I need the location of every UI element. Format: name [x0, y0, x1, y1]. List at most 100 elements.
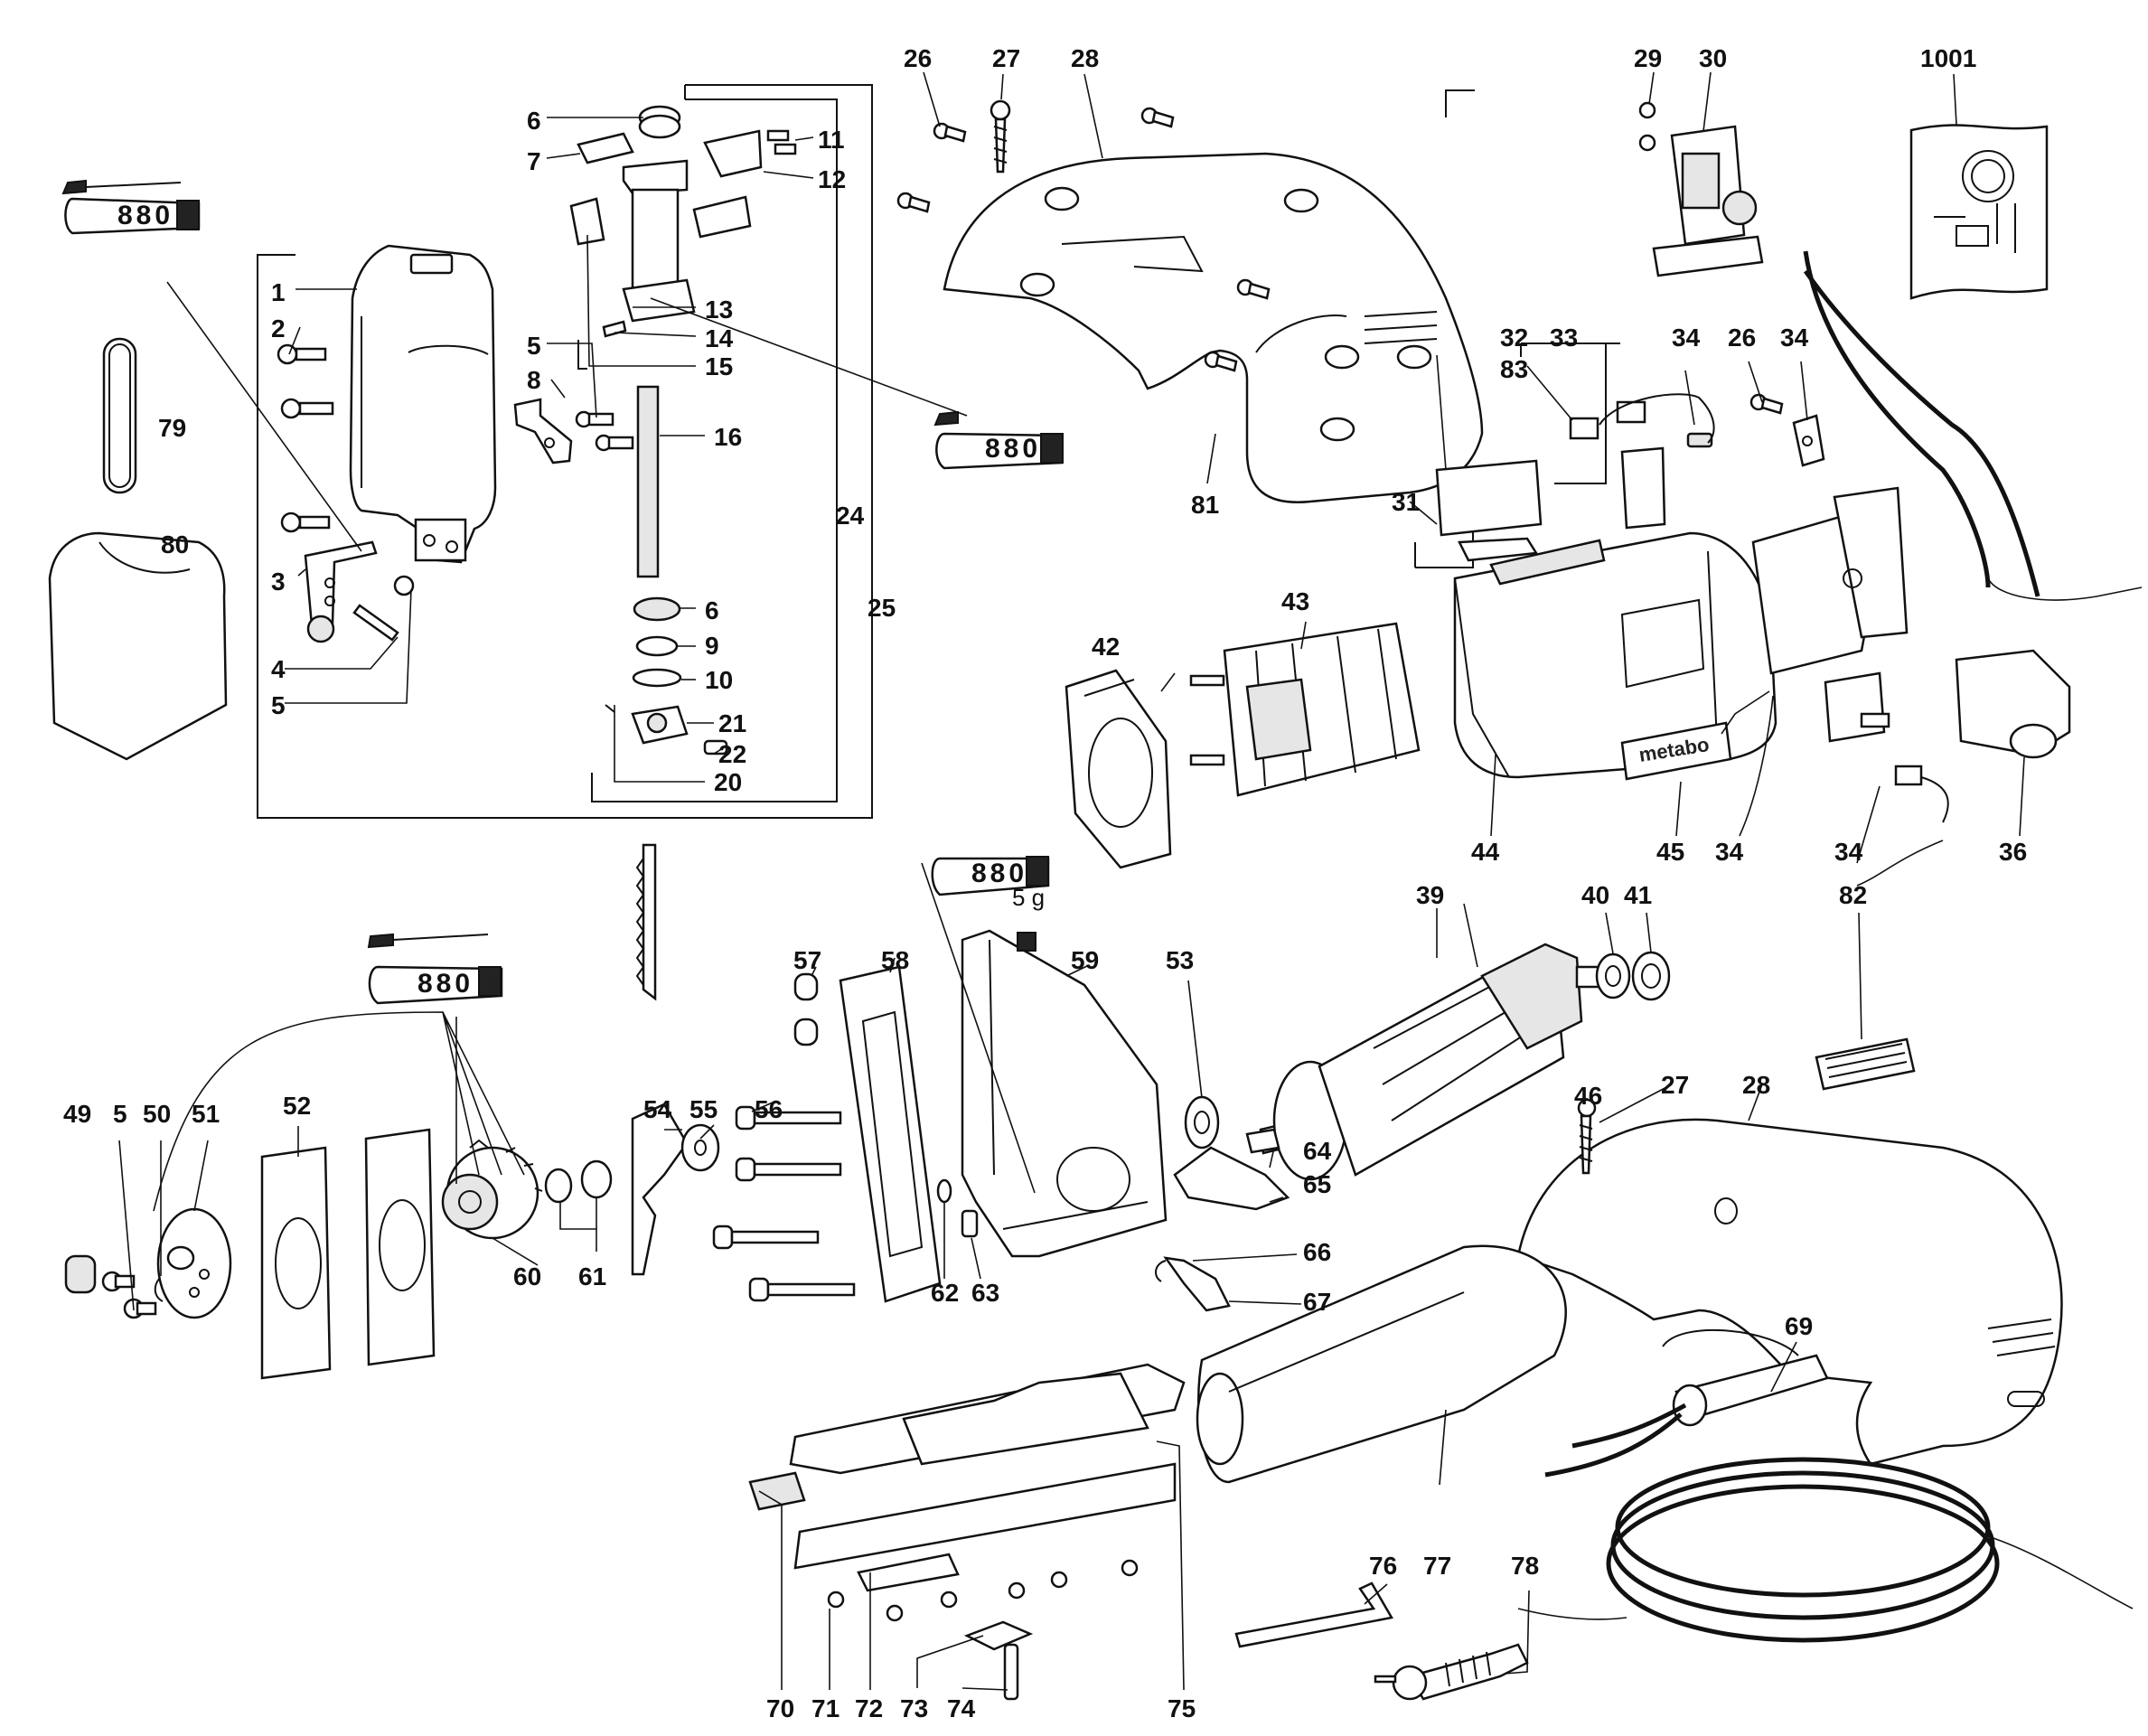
part-number-labels: 1 2 3 4 5 5 5 6 6 7 8 9 10 11 12 13 14 1… [63, 44, 2027, 1722]
part-number: 67 [1303, 1288, 1331, 1316]
part-number: 34 [1834, 838, 1863, 866]
long-screw [990, 99, 1011, 174]
part-number: 8 [527, 366, 541, 394]
part-number: 7 [527, 147, 541, 175]
part-number: 5 [113, 1100, 127, 1128]
part-number: 76 [1369, 1552, 1397, 1580]
grease-tube: 880 [367, 933, 503, 1005]
dust-extraction-nozzle [1196, 1244, 1567, 1484]
gear-housing [961, 929, 1168, 1258]
motor-housing [1453, 486, 1909, 779]
part-number: 81 [1191, 491, 1219, 519]
power-cord [1517, 1403, 2134, 1643]
part-number: 72 [855, 1694, 883, 1722]
part-number: 5 [527, 332, 541, 360]
bracket [513, 398, 573, 464]
part-number: 75 [1168, 1694, 1196, 1722]
part-number: 34 [1780, 324, 1809, 352]
part-number: 73 [900, 1694, 928, 1722]
part-number: 41 [1624, 881, 1652, 909]
grease-tube: 880 [61, 179, 201, 235]
part-number: 34 [1672, 324, 1701, 352]
dust-cover [48, 531, 228, 761]
pin [793, 972, 819, 1046]
hex-key [1234, 1581, 1393, 1648]
part-number: 29 [1634, 44, 1662, 72]
part-number: 70 [766, 1694, 794, 1722]
part-number: 69 [1785, 1312, 1813, 1340]
part-number: 77 [1423, 1552, 1451, 1580]
part-number: 36 [1999, 838, 2027, 866]
part-number: 74 [947, 1694, 976, 1722]
part-number: 11 [818, 126, 845, 154]
screw [575, 410, 634, 452]
part-number: 46 [1574, 1082, 1602, 1110]
armature [1259, 943, 1615, 1181]
part-number: 2 [271, 314, 286, 343]
roller-bracket [304, 540, 415, 643]
part-number: 34 [1715, 838, 1744, 866]
long-screw [712, 1105, 856, 1302]
gear-housing-cover [349, 244, 497, 564]
grease-tube: 880 [933, 410, 1064, 470]
part-number: 20 [714, 768, 742, 796]
part-number: 24 [836, 502, 865, 530]
gear-train-parts [64, 1103, 720, 1380]
carbon-brush-assembly [1569, 393, 1825, 530]
brand-badge: metabo [1620, 721, 1732, 781]
part-number: 22 [718, 740, 746, 768]
svg-text:5 g: 5 g [1012, 884, 1045, 911]
part-number: 26 [904, 44, 932, 72]
part-number: 43 [1281, 587, 1309, 615]
assembly-frames [257, 84, 1620, 819]
warning-label [1815, 1037, 1916, 1091]
part-number: 28 [1071, 44, 1099, 72]
part-number: 12 [818, 165, 846, 193]
wiring-schematic-card [1909, 124, 2049, 300]
suppressor-box [1955, 649, 2071, 759]
part-number: 25 [868, 594, 896, 622]
part-number: 49 [63, 1100, 91, 1128]
part-number: 82 [1839, 881, 1867, 909]
svg-text:880: 880 [117, 201, 174, 230]
mains-plug [1374, 1643, 1529, 1701]
part-number: 78 [1511, 1552, 1539, 1580]
part-number: 83 [1500, 355, 1528, 383]
part-number: 65 [1303, 1170, 1331, 1198]
part-number: 30 [1699, 44, 1727, 72]
part-number: 59 [1071, 946, 1099, 974]
part-number: 14 [705, 324, 734, 352]
gasket [839, 965, 942, 1303]
part-number: 6 [705, 596, 719, 624]
svg-text:880: 880 [971, 859, 1027, 888]
part-number: 53 [1166, 946, 1194, 974]
part-number: 61 [578, 1262, 606, 1290]
part-number: 58 [881, 946, 909, 974]
small-parts [936, 1128, 1290, 1312]
part-number: 63 [971, 1279, 999, 1307]
rating-label [1435, 459, 1543, 562]
part-number: 64 [1303, 1137, 1332, 1165]
saw-blade [635, 843, 657, 1001]
part-number: 42 [1092, 633, 1120, 661]
part-number: 44 [1471, 838, 1500, 866]
part-number: 52 [283, 1092, 311, 1120]
part-number: 31 [1392, 488, 1420, 516]
part-number: 26 [1728, 324, 1756, 352]
part-number: 27 [992, 44, 1020, 72]
switch [1652, 125, 1764, 277]
cord-guard [1672, 1354, 1829, 1427]
part-number: 4 [271, 655, 286, 683]
part-number: 9 [705, 632, 719, 660]
part-number: 28 [1742, 1071, 1770, 1099]
part-number: 10 [705, 666, 733, 694]
wiring [1721, 250, 2143, 887]
part-number: 6 [527, 107, 541, 135]
air-baffle [1065, 669, 1172, 869]
part-number: 56 [755, 1095, 783, 1123]
part-number: 27 [1661, 1071, 1689, 1099]
screw [896, 101, 1784, 415]
part-number: 13 [705, 296, 733, 324]
part-number: 45 [1656, 838, 1684, 866]
o-ring-belt [102, 337, 137, 494]
